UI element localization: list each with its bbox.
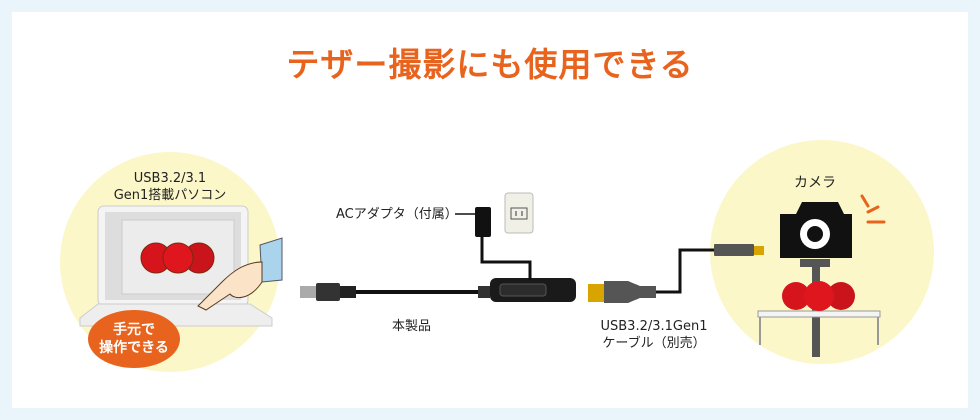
product-label: 本製品 — [392, 319, 432, 334]
pc-label-line2: Gen1搭載パソコン — [113, 188, 227, 203]
pc-label: USB3.2/3.1 Gen1搭載パソコン — [110, 170, 230, 204]
camera-label: カメラ — [794, 175, 836, 191]
tripod-and-table — [757, 259, 881, 357]
cable-label-line1: USB3.2/3.1Gen1 — [600, 319, 708, 334]
page-title: テザー撮影にも使用できる — [286, 45, 694, 84]
ac-adapter-icon — [475, 207, 491, 237]
product-repeater-icon — [478, 278, 576, 302]
ac-adapter-label: ACアダプタ（付属） — [336, 207, 458, 222]
laptop-icon — [79, 205, 273, 327]
wall-outlet-icon — [504, 192, 534, 234]
speech-bubble: 手元で 操作できる — [88, 310, 180, 368]
flash-lines-icon — [860, 194, 886, 224]
cable-label: USB3.2/3.1Gen1 ケーブル（別売） — [594, 318, 714, 352]
usb-a-plug-left-icon — [300, 283, 356, 301]
bubble-line2: 操作できる — [99, 340, 169, 356]
bubble-line1: 手元で — [113, 322, 155, 338]
pc-label-line1: USB3.2/3.1 — [133, 171, 207, 186]
camera-icon — [780, 202, 852, 258]
hand-pointing-icon — [197, 237, 283, 311]
usb-cable-icon — [588, 244, 764, 303]
cable-label-line2: ケーブル（別売） — [602, 336, 706, 351]
